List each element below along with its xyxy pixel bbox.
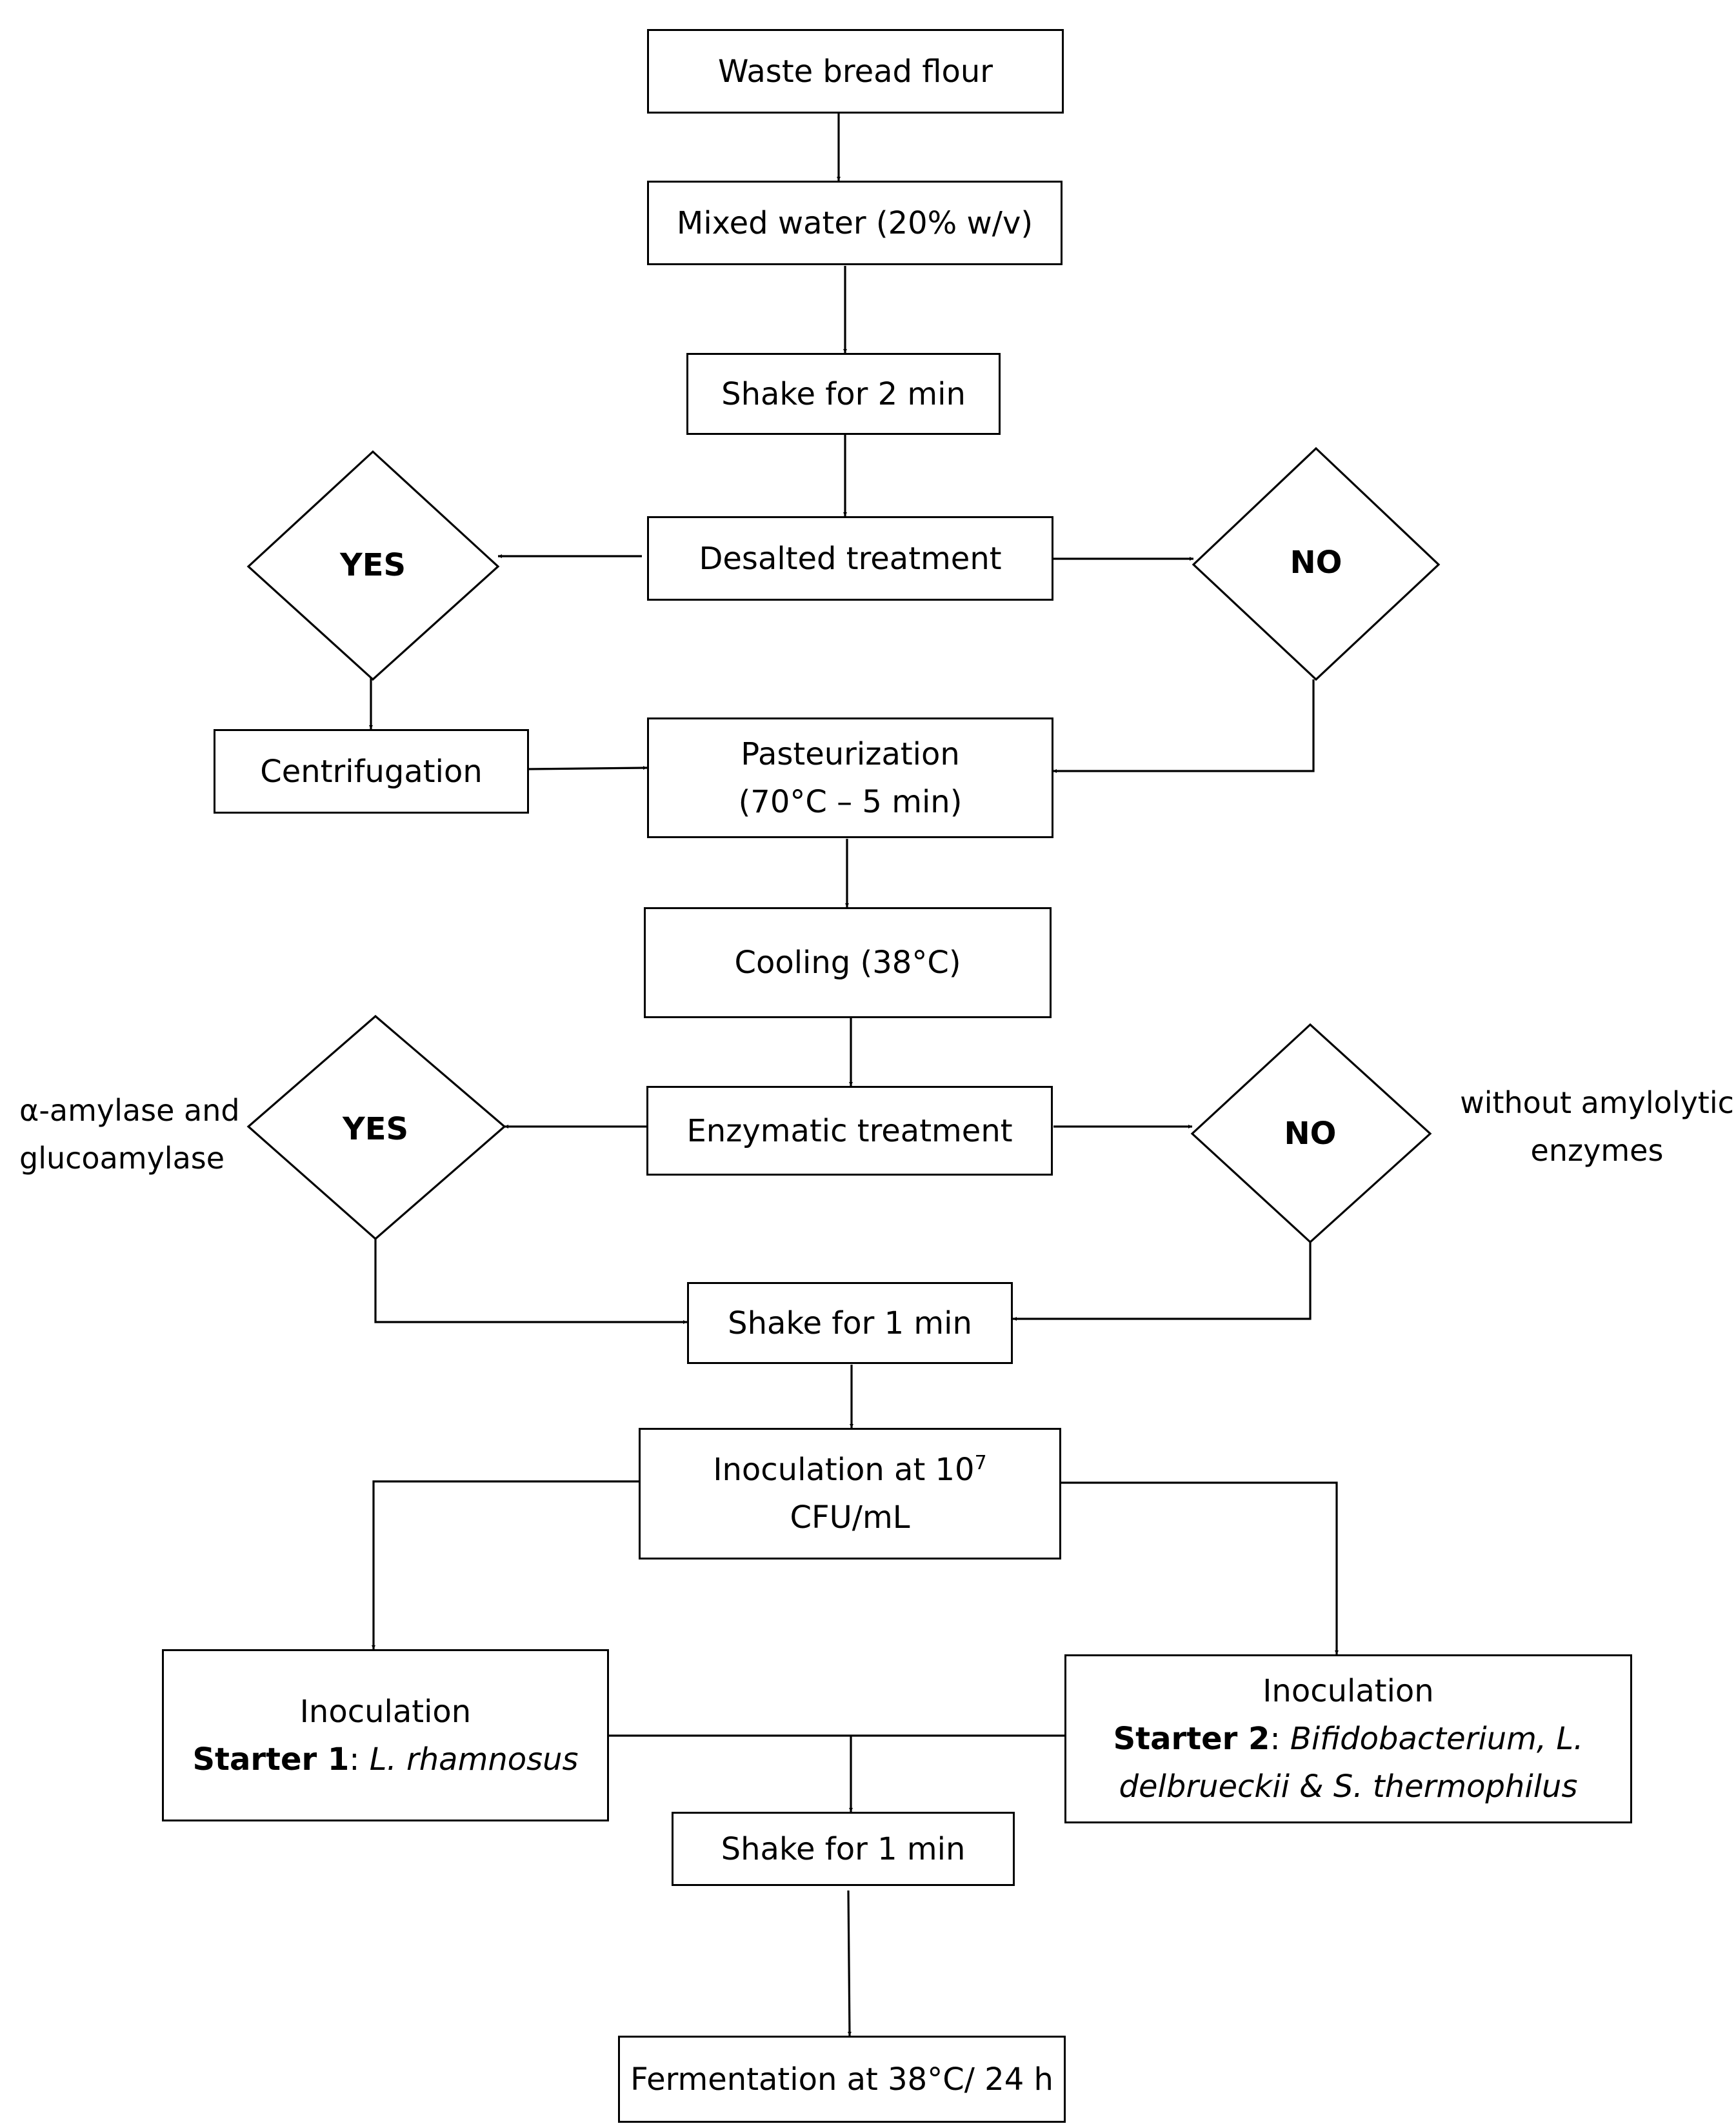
decision-desalted-no [1192,446,1441,681]
step-label: Enzymatic treatment [686,1112,1013,1149]
starter1-line: Starter 1: L. rhamnosus [192,1736,578,1783]
arrow-shake-to-fermentation [847,1890,852,2036]
step-label-line1: Pasteurization [741,736,960,772]
step-mixed-water: Mixed water (20% w/v) [647,181,1063,265]
note-line1: α-amylase and [19,1093,240,1128]
starter1-label: Starter 1 [192,1741,350,1778]
arrow-no-to-pasteurization [1053,679,1315,773]
starter1-title: Inoculation [299,1693,472,1730]
connectors [369,113,1339,2036]
starter2-line1: Starter 2: Bifidobacterium, L. [1113,1715,1584,1763]
note-line1: without amylolytic [1460,1085,1734,1120]
note-enzymes-yes: α-amylase and glucoamylase [19,1087,240,1182]
decision-desalted-yes-label: YES [339,547,406,583]
inoculation-text: Inoculation at 10 [713,1452,975,1488]
arrow-centrifugation-to-pasteurization [527,766,648,770]
step-shake-1min-b: Shake for 1 min [672,1812,1015,1886]
decision-enzymatic-yes-label: YES [342,1111,409,1147]
starter2-label: Starter 2 [1113,1721,1270,1757]
step-label: Cooling (38°C) [734,945,961,981]
step-label-line1: Inoculation at 107 [713,1446,986,1494]
step-label: Mixed water (20% w/v) [676,205,1033,241]
starter2-species-line2: delbrueckii & S. thermophilus [1119,1769,1578,1805]
step-label: Desalted treatment [699,540,1002,577]
inoculation-exponent: 7 [974,1452,987,1474]
step-label: Fermentation at 38°C/ 24 h [630,2061,1053,2098]
starter1-separator: : [349,1741,370,1778]
step-label: Centrifugation [260,753,483,790]
starter2-separator: : [1270,1721,1290,1757]
decision-enzymatic-no-label: NO [1284,1116,1337,1152]
step-starter1: Inoculation Starter 1: L. rhamnosus [162,1649,609,1821]
step-label: Shake for 1 min [721,1830,966,1867]
decision-enzymatic-yes [246,1014,506,1241]
step-fermentation: Fermentation at 38°C/ 24 h [618,2036,1066,2123]
step-centrifugation: Centrifugation [214,729,529,814]
decision-desalted-yes [246,450,500,681]
step-starter2: Inoculation Starter 2: Bifidobacterium, … [1064,1654,1632,1823]
step-label: Waste bread flour [718,53,993,90]
step-waste-bread-flour: Waste bread flour [647,29,1064,114]
step-desalted-treatment: Desalted treatment [647,516,1053,601]
arrow-no-to-shake-1min [1013,1239,1312,1321]
step-shake-1min-a: Shake for 1 min [687,1282,1013,1364]
step-pasteurization: Pasteurization (70°C – 5 min) [647,717,1053,838]
decision-enzymatic-no [1190,1023,1432,1244]
arrow-yes-to-shake-1min [374,1239,687,1324]
step-label-line2: CFU/mL [790,1499,910,1536]
note-line2: enzymes [1530,1133,1664,1168]
step-inoculation: Inoculation at 107 CFU/mL [639,1428,1061,1559]
starter2-species-line1: Bifidobacterium, L. [1290,1721,1584,1757]
arrow-inoculation-to-starter2 [1061,1481,1339,1654]
decision-desalted-no-label: NO [1290,545,1342,581]
note-enzymes-no: without amylolytic enzymes [1458,1079,1736,1174]
starter2-title: Inoculation [1262,1673,1434,1709]
step-cooling: Cooling (38°C) [644,907,1052,1018]
step-enzymatic-treatment: Enzymatic treatment [646,1086,1053,1176]
step-label: Shake for 1 min [728,1305,972,1341]
note-line2: glucoamylase [19,1141,225,1176]
step-shake-2min: Shake for 2 min [686,353,1001,435]
starter1-species: L. rhamnosus [369,1741,579,1778]
arrow-inoculation-to-starter1 [372,1480,639,1649]
step-label: Shake for 2 min [721,376,966,412]
step-label-line2: (70°C – 5 min) [738,783,963,820]
decision-diamonds [246,446,1441,1244]
